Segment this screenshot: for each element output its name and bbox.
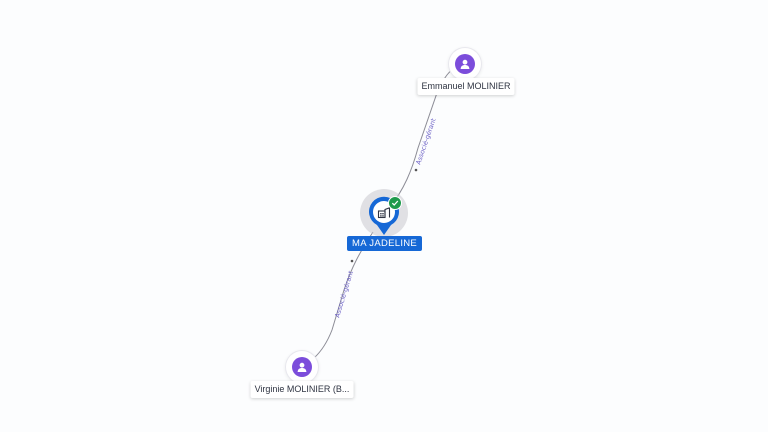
person-label-virginie[interactable]: Virginie MOLINIER (B... (250, 381, 354, 398)
verified-badge (388, 196, 402, 210)
edge-arrow-dot (414, 168, 418, 172)
edge-arrow-dot (350, 259, 354, 263)
company-label[interactable]: MA JADELINE (347, 236, 423, 251)
edge-label-virginie: Associé-gérant (333, 270, 355, 319)
person-node-virginie[interactable] (286, 351, 318, 383)
check-icon (391, 200, 399, 206)
person-node-emmanuel[interactable] (449, 48, 481, 80)
person-label-emmanuel[interactable]: Emmanuel MOLINIER (417, 78, 515, 95)
person-icon (297, 362, 307, 372)
building-icon (377, 207, 391, 219)
person-icon (460, 59, 470, 69)
